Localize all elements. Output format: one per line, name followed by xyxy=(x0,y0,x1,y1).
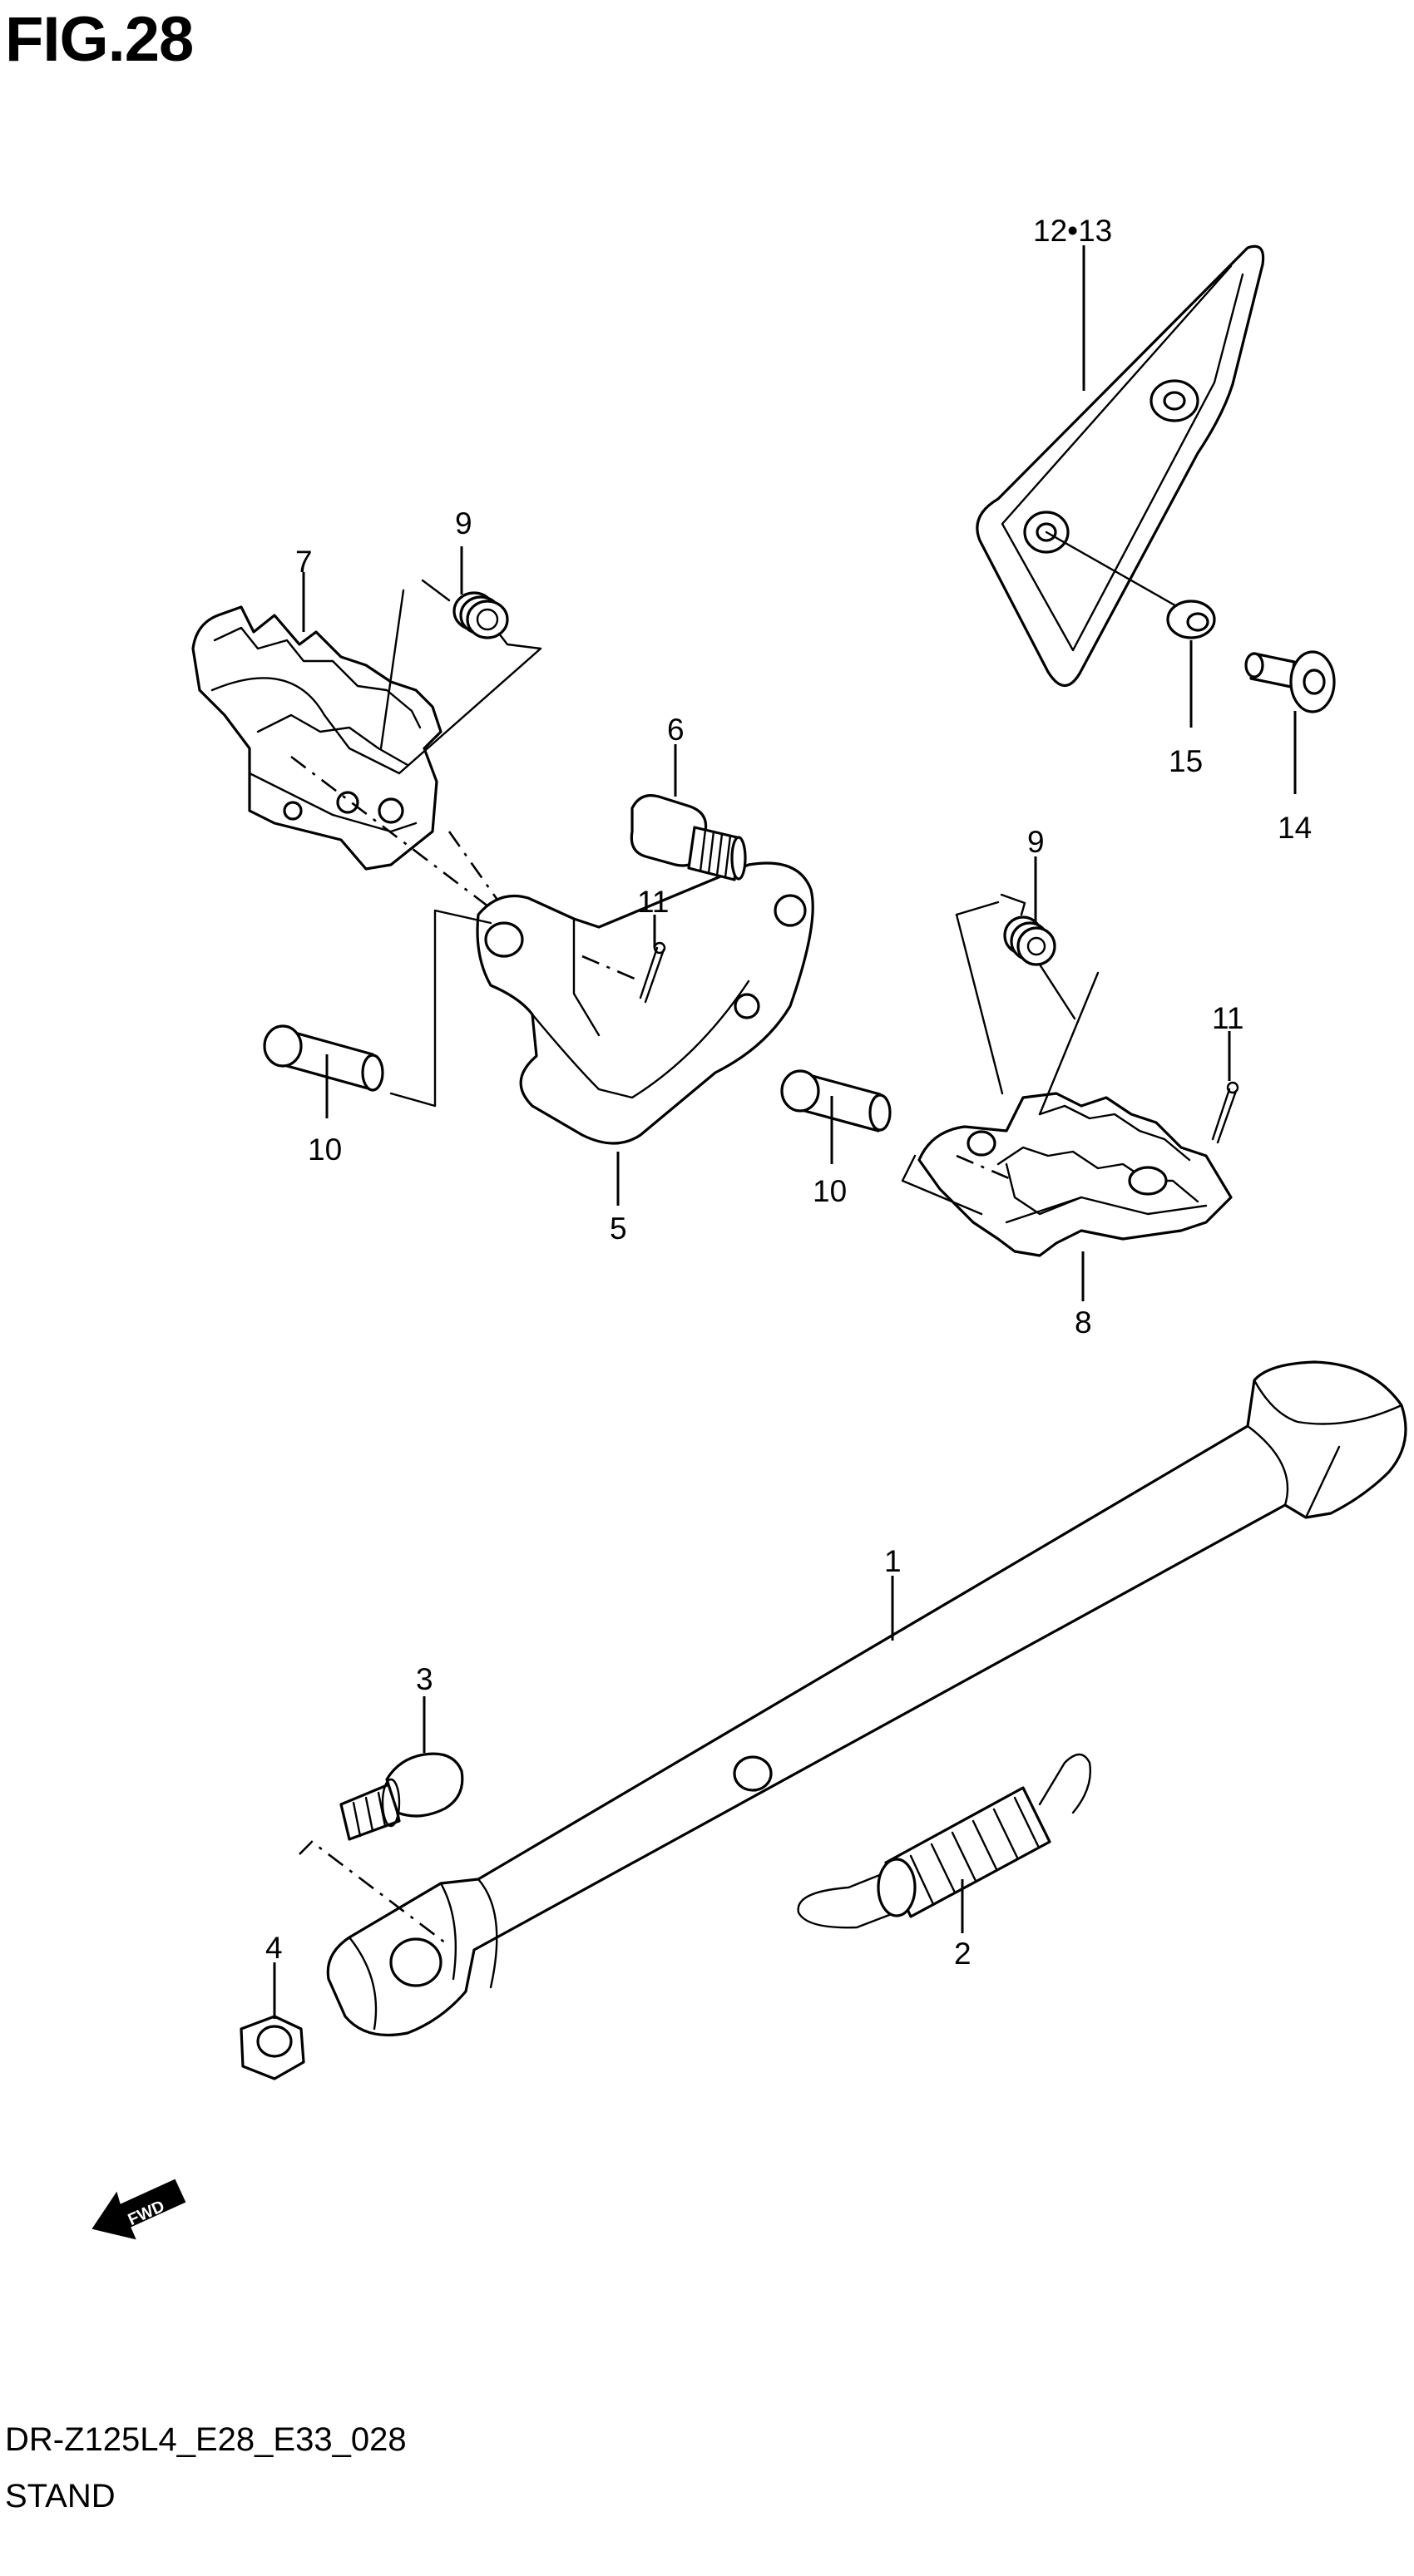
assembly-line-9-right xyxy=(955,913,1004,1095)
part-6-bolt[interactable] xyxy=(630,794,747,881)
part-3-stand-bolt[interactable] xyxy=(339,1752,464,1841)
part-10-pin-right[interactable] xyxy=(780,1069,892,1133)
assembly-line-7-b xyxy=(447,831,501,903)
callout-11-left: 11 xyxy=(637,885,669,919)
assembly-line-9-left-b xyxy=(398,647,542,775)
callout-4: 4 xyxy=(265,1931,283,1965)
callout-9-right: 9 xyxy=(1027,825,1045,859)
part-4-nut[interactable] xyxy=(240,2015,305,2080)
assembly-line-3-4 xyxy=(299,1840,450,1947)
assembly-line-7 xyxy=(290,755,500,916)
callout-10-right: 10 xyxy=(813,1174,847,1208)
callout-15: 15 xyxy=(1169,744,1203,778)
assembly-line-11-left xyxy=(581,955,641,983)
assembly-line-9-right-b xyxy=(955,901,1000,916)
part-11-cotter-pin-right[interactable] xyxy=(1211,1081,1239,1144)
callout-14: 14 xyxy=(1278,811,1312,845)
assembly-line-10-right xyxy=(901,1154,983,1216)
part-8-footrest-right[interactable] xyxy=(917,1092,1233,1257)
part-10-pin-left[interactable] xyxy=(263,1024,384,1092)
fwd-arrow-icon: FWD xyxy=(91,2179,186,2240)
part-1-side-stand[interactable] xyxy=(326,1360,1407,2037)
assembly-line-8 xyxy=(956,1154,1016,1182)
diagram-code: DR-Z125L4_E28_E33_028 xyxy=(5,2421,407,2458)
callout-10-left: 10 xyxy=(308,1133,342,1167)
part-14-bolt[interactable] xyxy=(1244,650,1336,713)
assembly-line-15 xyxy=(1045,530,1187,613)
part-5-bracket[interactable] xyxy=(476,861,814,1145)
callout-1: 1 xyxy=(884,1544,902,1578)
assembly-line-9-right-c xyxy=(1038,971,1100,1116)
figure-label: FIG.28 xyxy=(5,4,194,75)
callout-3: 3 xyxy=(416,1662,433,1696)
part-2-stand-spring[interactable] xyxy=(797,1753,1091,1929)
section-name: STAND xyxy=(5,2478,116,2514)
part-9-spring-right[interactable] xyxy=(1000,893,1076,1020)
callout-8: 8 xyxy=(1075,1305,1092,1340)
part-9-spring-left[interactable] xyxy=(421,579,542,650)
callout-6: 6 xyxy=(667,713,685,747)
part-12-13-guard-plate[interactable] xyxy=(976,244,1265,688)
callout-12-13: 12•13 xyxy=(1033,214,1112,248)
assembly-line-10-left xyxy=(389,909,492,1108)
callout-2: 2 xyxy=(954,1937,972,1971)
callout-9-left: 9 xyxy=(455,506,472,540)
part-7-footrest-left[interactable] xyxy=(191,605,442,871)
callout-5: 5 xyxy=(610,1212,627,1246)
part-15-collar[interactable] xyxy=(1166,600,1216,639)
assembly-line-9-left xyxy=(379,589,405,750)
callout-11-right: 11 xyxy=(1212,1001,1243,1035)
callout-7: 7 xyxy=(295,545,313,579)
